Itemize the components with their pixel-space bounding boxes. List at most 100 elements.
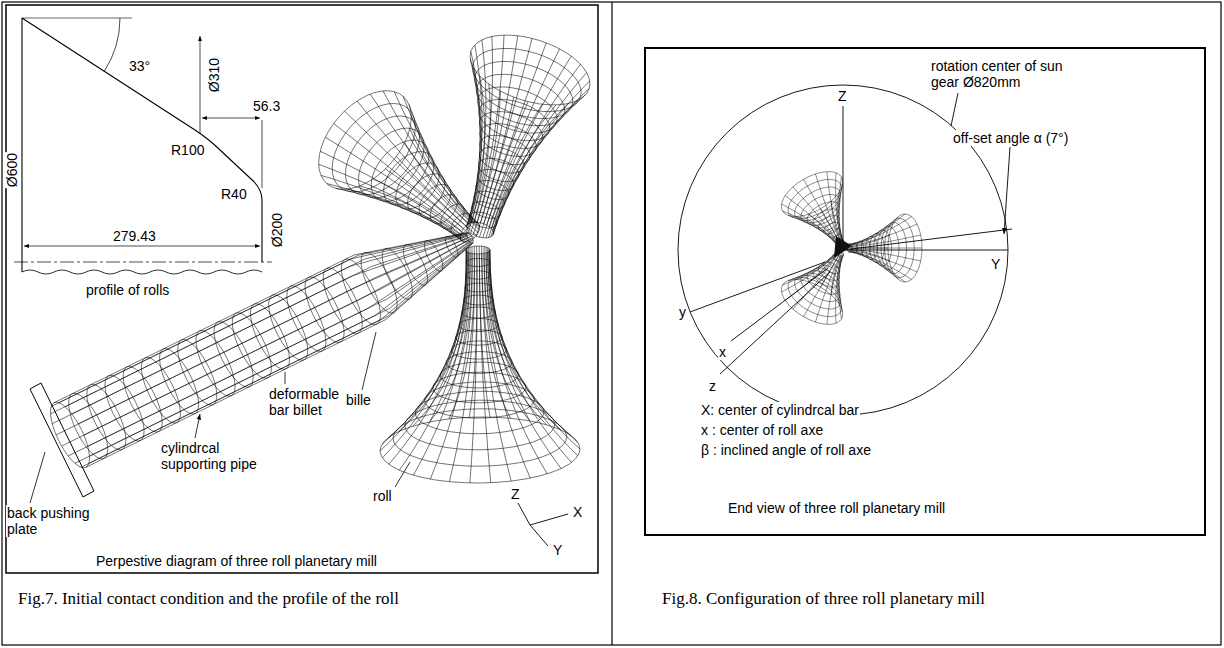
wire-line: [382, 249, 466, 444]
wire-line: [491, 100, 578, 237]
roll-profile: [14, 18, 272, 274]
wire-line: [467, 52, 481, 226]
wire-line: [65, 233, 469, 406]
wire-line: [62, 240, 469, 446]
wire-line: [490, 250, 580, 449]
wire-line: [75, 243, 471, 464]
wire-line: [848, 224, 893, 245]
cell-divider: [611, 2, 612, 645]
dimension-label: 279.43: [112, 228, 157, 244]
axis-label: y: [678, 304, 687, 320]
axis-label: Z: [837, 88, 848, 104]
left-frame: [6, 5, 598, 573]
wire-line: [469, 246, 477, 417]
wire-line: [821, 252, 842, 288]
wire-line: [490, 249, 578, 442]
wire-line: [405, 143, 479, 233]
part-label: roll: [372, 488, 393, 504]
wire-line: [837, 193, 843, 243]
wire-line: [370, 94, 471, 222]
axis-label: Z: [510, 486, 521, 502]
radius-label: R40: [220, 186, 248, 202]
wire-line: [493, 73, 587, 231]
wire-line: [785, 253, 837, 300]
wire-line: [486, 247, 547, 425]
wire-line: [321, 175, 461, 239]
wire-line: [380, 250, 466, 451]
wire-line: [488, 248, 561, 430]
wire-line: [399, 248, 468, 432]
wire-line: [51, 235, 467, 414]
wire-line: [788, 251, 837, 281]
figure-caption: Fig.8. Configuration of three roll plane…: [662, 584, 1202, 614]
wire-line: [380, 417, 580, 483]
wire-line: [449, 246, 475, 419]
part-label: bille: [345, 392, 372, 408]
axis-label: X: [572, 504, 583, 520]
axis-label: x: [718, 344, 727, 360]
wire-line: [336, 188, 464, 242]
wire-line: [467, 59, 481, 227]
wire-line: [849, 214, 905, 244]
diagram-title: Perpestive diagram of three roll planeta…: [95, 553, 378, 569]
wire-line: [848, 251, 893, 272]
wire-line: [89, 243, 473, 464]
view-title: End view of three roll planetary mill: [727, 500, 946, 516]
legend-note: β : inclined angle of roll axe: [700, 442, 872, 458]
wire-line: [489, 56, 571, 227]
wire-line: [409, 105, 479, 225]
wire-line: [848, 217, 898, 245]
wire-line: [78, 236, 471, 424]
wire-line: [327, 184, 462, 241]
back-pushing-plate: [30, 383, 94, 497]
wire-line: [413, 253, 470, 475]
wire-line: [491, 64, 580, 229]
legend-note: x : center of roll axe: [700, 422, 824, 438]
wire-line: [466, 246, 490, 254]
wire-line: [54, 233, 467, 403]
wire-line: [403, 96, 478, 223]
wire-line: [52, 236, 467, 424]
wire-line: [81, 243, 472, 467]
wire-line: [56, 238, 468, 435]
wire-line: [476, 97, 513, 236]
legend-note: X: center of cylindrcal bar: [700, 402, 860, 418]
right-frame: [645, 48, 1205, 535]
dimension-label: Ø200: [269, 212, 285, 248]
wire-line: [449, 254, 474, 482]
wire-line: [430, 247, 472, 422]
dimension-label: 56.3: [252, 98, 281, 114]
wire-line: [489, 252, 572, 463]
wire-line: [479, 246, 490, 417]
callout-label: off-set angle α (7°): [952, 130, 1069, 146]
wire-line: [848, 252, 898, 280]
callout-label: rotation center of sun gear Ø820mm: [930, 58, 1082, 90]
wire-line: [88, 240, 473, 446]
wire-line: [319, 91, 412, 190]
center-triangle: [834, 236, 852, 258]
wire-line: [459, 319, 498, 332]
wire-line: [486, 253, 547, 474]
axis-label: Y: [552, 542, 563, 558]
wire-line: [399, 252, 468, 470]
wire-line: [433, 372, 526, 403]
axis-label: z: [708, 378, 717, 394]
wire-line: [490, 251, 578, 456]
wire-line: [809, 214, 840, 245]
wire-line: [783, 211, 837, 245]
wire-line: [850, 251, 917, 272]
wire-line: [394, 92, 476, 222]
wire-line: [494, 81, 590, 233]
wire-line: [446, 352, 512, 374]
wire-line: [470, 254, 477, 483]
wire-line: [484, 247, 530, 421]
wire-line: [347, 189, 466, 242]
wire-line: [788, 215, 837, 245]
part-label: back pushing plate: [6, 505, 108, 537]
wire-line: [396, 157, 476, 236]
wire-line: [489, 248, 571, 435]
angle-label: 33°: [128, 58, 151, 74]
wire-line: [411, 116, 479, 227]
